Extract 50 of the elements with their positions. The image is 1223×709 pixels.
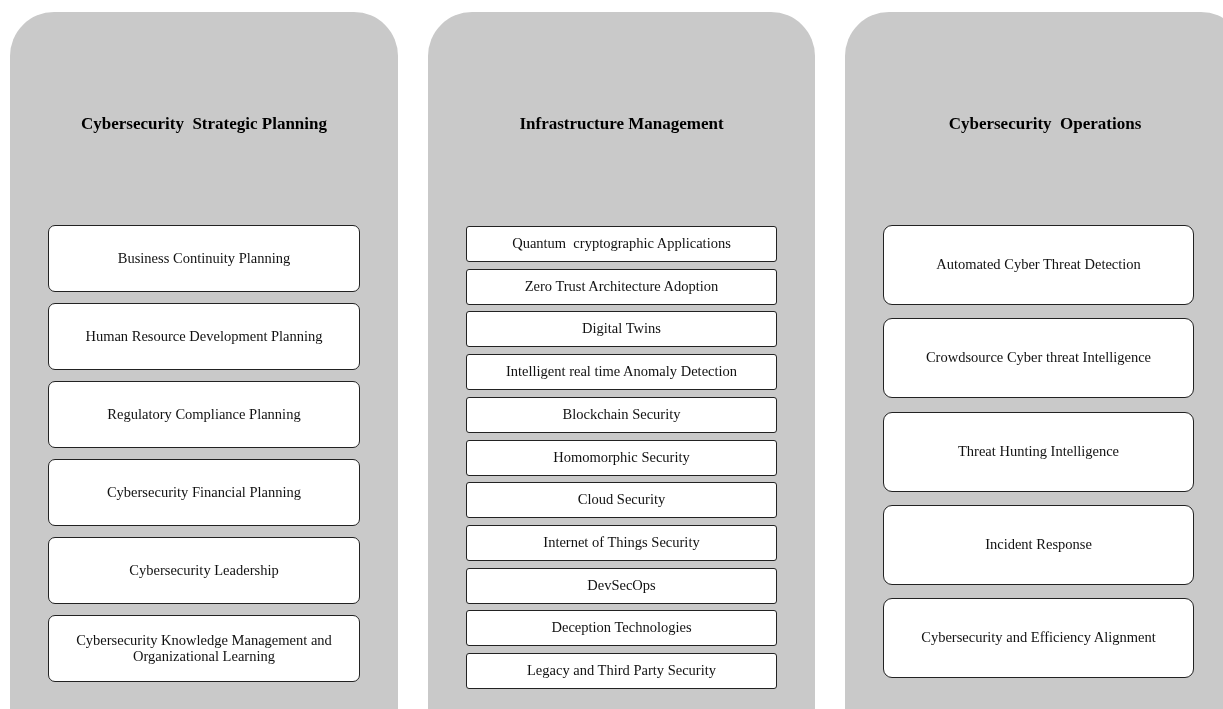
item-box bbox=[48, 381, 360, 448]
item-label: Cybersecurity Leadership bbox=[129, 562, 279, 579]
item-box bbox=[466, 439, 777, 476]
item-box bbox=[466, 268, 777, 305]
item-label: Internet of Things Security bbox=[543, 534, 700, 551]
item-box bbox=[883, 225, 1194, 305]
item-label: Cybersecurity and Efficiency Alignment bbox=[921, 630, 1156, 647]
item-label: Crowdsource Cyber threat Intelligence bbox=[925, 350, 1152, 367]
item-label: Business Continuity Planning bbox=[117, 250, 291, 267]
item-label: Human Resource Development Planning bbox=[85, 328, 323, 345]
item-label: Regulatory Compliance Planning bbox=[107, 406, 301, 423]
item-box bbox=[883, 318, 1194, 399]
item-box bbox=[466, 354, 777, 391]
item-label: Blockchain Security bbox=[562, 406, 681, 423]
item-box bbox=[883, 411, 1194, 492]
panel-heading: Cybersecurity Strategic Planning bbox=[81, 114, 327, 134]
category-panel bbox=[10, 12, 398, 709]
item-label: Automated Cyber Threat Detection bbox=[936, 257, 1141, 273]
item-box bbox=[466, 482, 777, 519]
item-label: Homomorphic Security bbox=[553, 449, 690, 466]
item-label: Legacy and Third Party Security bbox=[527, 663, 716, 679]
item-label: Threat Hunting Intelligence bbox=[957, 443, 1120, 460]
item-box bbox=[466, 226, 777, 262]
item-label: Zero Trust Architecture Adoption bbox=[524, 278, 719, 295]
item-box bbox=[466, 524, 777, 561]
item-label: DevSecOps bbox=[587, 577, 656, 594]
item-label: Digital Twins bbox=[582, 321, 661, 338]
item-box bbox=[48, 615, 360, 682]
item-box bbox=[48, 225, 360, 292]
item-box bbox=[466, 653, 777, 689]
item-label: Cloud Security bbox=[577, 492, 666, 509]
item-box bbox=[883, 598, 1194, 679]
item-label: Intelligent real time Anomaly Detection bbox=[505, 364, 738, 381]
item-label: Incident Response bbox=[985, 536, 1092, 553]
item-label: Deception Technologies bbox=[551, 620, 692, 637]
item-box bbox=[883, 504, 1194, 585]
item-box bbox=[48, 537, 360, 604]
category-panel bbox=[845, 12, 1223, 709]
panel-heading: Cybersecurity Operations bbox=[948, 114, 1142, 134]
item-box bbox=[466, 567, 777, 604]
item-box bbox=[48, 459, 360, 526]
item-box bbox=[466, 610, 777, 647]
item-box bbox=[48, 303, 360, 370]
category-panel bbox=[428, 12, 815, 709]
item-label: Cybersecurity Knowledge Management and Organizational Learning bbox=[75, 632, 333, 665]
item-box bbox=[466, 396, 777, 433]
item-label: Cybersecurity Financial Planning bbox=[106, 484, 302, 501]
item-label: Quantum cryptographic Applications bbox=[512, 236, 731, 252]
item-box bbox=[466, 311, 777, 348]
panel-heading: Infrastructure Management bbox=[519, 114, 724, 134]
